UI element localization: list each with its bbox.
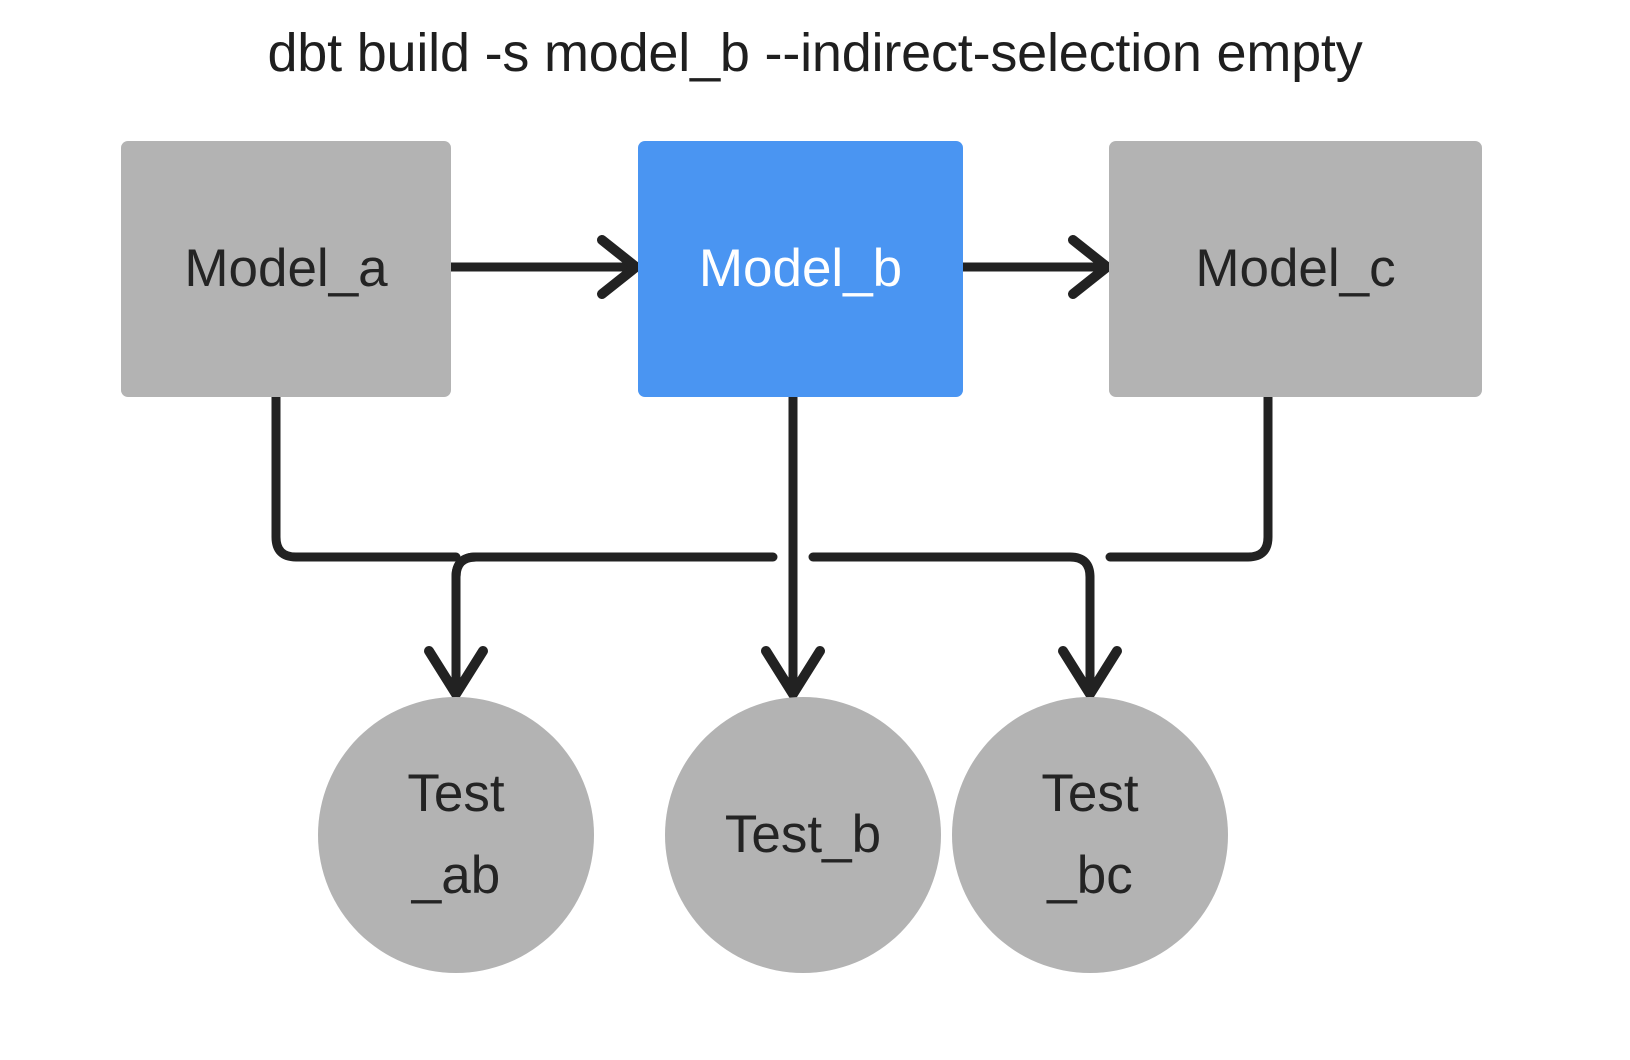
diagram-title: dbt build -s model_b --indirect-selectio… — [267, 23, 1363, 83]
edge-model-a-to-model-b — [446, 235, 645, 299]
node-label-test-ab-line-1: Test — [407, 763, 505, 823]
node-test-ab[interactable]: Test _ab — [318, 697, 594, 973]
edge-model-b-rail — [451, 392, 1095, 582]
node-model-a[interactable]: Model_a — [121, 141, 451, 397]
edge-arrow-to-test-b — [761, 552, 825, 704]
node-label-model-b: Model_b — [698, 238, 903, 298]
node-model-c[interactable]: Model_c — [1109, 141, 1482, 397]
node-model-b[interactable]: Model_b — [638, 141, 963, 397]
edge-arrow-to-test-ab — [424, 572, 488, 704]
node-label-test-bc-line-2: _bc — [1047, 846, 1133, 905]
node-test-bc[interactable]: Test _bc — [952, 697, 1228, 973]
node-test-b[interactable]: Test_b — [665, 697, 941, 973]
edge-arrow-to-test-bc — [1058, 572, 1122, 704]
edge-model-a-to-test-ab — [271, 392, 461, 562]
node-label-test-bc-line-1: Test — [1041, 763, 1139, 823]
edge-model-c-to-test-bc — [1105, 392, 1273, 562]
node-label-test-ab-line-2: _ab — [411, 846, 501, 905]
node-label-model-c: Model_c — [1195, 238, 1396, 298]
node-label-test-b-line-1: Test_b — [724, 804, 882, 864]
edge-model-b-to-model-c — [958, 235, 1116, 299]
node-label-model-a: Model_a — [184, 238, 388, 298]
